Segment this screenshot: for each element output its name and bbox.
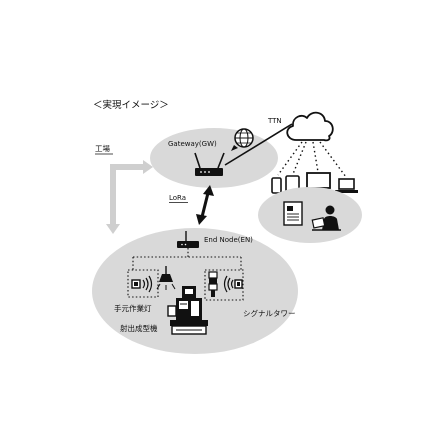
lamp-shade <box>159 274 173 282</box>
lamp-ray <box>156 283 161 290</box>
router-icon <box>194 152 225 176</box>
end-node-wiring <box>127 248 244 301</box>
router-led <box>208 171 210 173</box>
machine-door <box>191 301 199 316</box>
router-led <box>200 171 202 173</box>
sensor-wave <box>230 279 234 289</box>
sensor-core <box>134 282 138 286</box>
smartphone-icon <box>271 177 282 194</box>
signal-tower-icon <box>208 271 218 297</box>
lora-arrow-shaft <box>200 192 210 218</box>
laptop-icon <box>335 178 358 193</box>
factory-label: 工場 <box>95 143 110 153</box>
gateway-cloud-link <box>224 123 293 166</box>
cloud-icon <box>286 111 334 142</box>
dotted-link <box>319 141 347 178</box>
gateway-zone <box>150 128 278 188</box>
machine-frame <box>170 320 208 326</box>
document-figure <box>287 206 293 211</box>
speaker-sensor-icon <box>131 275 153 293</box>
lora-arrow-head-down <box>196 214 207 225</box>
sensor-wave <box>145 277 149 291</box>
lora-double-arrow <box>196 185 214 225</box>
right-sensor-box <box>204 269 244 301</box>
end-node-led <box>184 243 187 246</box>
flow-arrow-head-right <box>143 160 153 174</box>
router-antenna-right <box>217 152 225 169</box>
lamp-ray <box>171 283 176 290</box>
machine-side-unit <box>167 305 177 317</box>
gateway-label: Gateway(GW) <box>168 140 217 148</box>
machine-panel <box>179 301 188 309</box>
machine-hopper-window <box>185 289 193 294</box>
tower-light-middle <box>209 278 217 284</box>
tower-pole <box>211 290 215 297</box>
sensor-core <box>237 282 240 286</box>
router-antenna-left <box>194 152 201 169</box>
molding-machine-label: 射出成型機 <box>120 323 158 333</box>
end-node-body <box>177 241 199 248</box>
speaker-sensor-icon <box>223 275 243 293</box>
end-node-router-icon <box>177 231 199 248</box>
left-sensor-box <box>127 269 159 298</box>
document-icon <box>283 201 303 226</box>
factory-flow-arrow <box>106 160 153 234</box>
person-at-laptop-icon <box>311 205 341 231</box>
globe-icon <box>231 128 254 151</box>
diagram-title: ＜実現イメージ＞ <box>93 99 169 111</box>
router-led <box>204 171 206 173</box>
sensor-wave <box>142 279 146 289</box>
document-page <box>283 201 303 226</box>
injection-molding-machine-icon <box>167 286 208 335</box>
work-light-label: 手元作業灯 <box>114 303 152 313</box>
end-node-label: End Node(EN) <box>204 236 253 244</box>
tower-light-bottom <box>208 283 218 291</box>
sensor-wave <box>148 275 153 293</box>
dotted-link <box>292 141 307 175</box>
lora-arrow-head-up <box>203 185 214 196</box>
person-head <box>325 205 335 215</box>
monitor-screen <box>306 172 331 189</box>
ttn-label: TTN <box>267 117 282 125</box>
laptop-screen <box>338 178 355 190</box>
person-body <box>322 216 339 230</box>
lamp-icon <box>156 266 176 290</box>
person-laptop <box>311 217 326 229</box>
signal-tower-label: シグナルタワー <box>243 308 296 318</box>
user-zone <box>258 187 362 243</box>
flow-arrow-head-down <box>106 224 120 234</box>
sensor-wave <box>227 277 231 291</box>
globe-pointer <box>231 145 238 151</box>
flow-arrow-shaft <box>110 164 144 226</box>
lora-label: LoRa <box>169 194 186 202</box>
phone-body <box>271 177 282 194</box>
sensor-wave <box>223 275 228 293</box>
end-node-led <box>181 243 183 246</box>
cloud-device-links <box>277 141 347 178</box>
tower-light-top <box>208 271 218 279</box>
dotted-link <box>312 141 319 173</box>
laptop-base <box>335 190 358 193</box>
